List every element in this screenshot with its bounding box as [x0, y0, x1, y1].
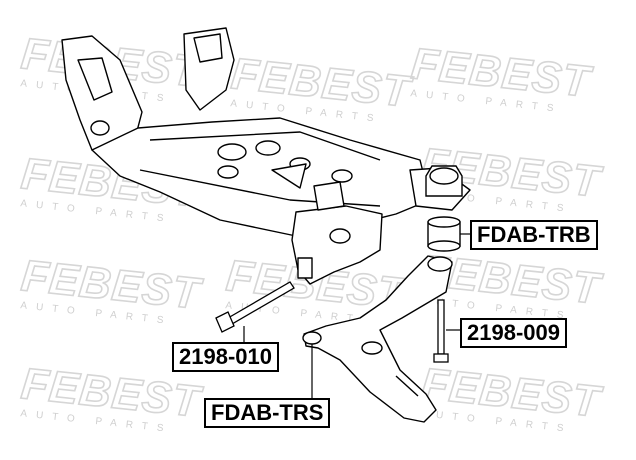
callout-2198-009: 2198-009 [460, 318, 567, 348]
bolt-2198-009 [433, 299, 449, 363]
bolt-2198-010 [215, 281, 295, 333]
callout-fdab-trb: FDAB-TRB [470, 220, 598, 250]
fdab-trb-bushing [427, 216, 461, 252]
top-bushing [425, 165, 463, 197]
leader-lines [243, 233, 472, 398]
callout-2198-010: 2198-010 [172, 342, 279, 372]
callout-fdab-trs: FDAB-TRS [204, 398, 331, 428]
control-arm [302, 255, 453, 423]
subframe [61, 27, 471, 285]
